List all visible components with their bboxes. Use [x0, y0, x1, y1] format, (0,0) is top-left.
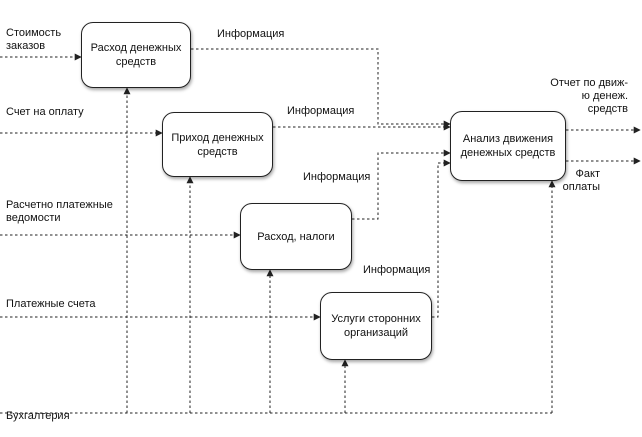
info-flow-services: [432, 159, 451, 318]
label-invoice: Счет на оплату: [6, 106, 84, 118]
label-info-2: Информация: [287, 105, 355, 117]
label-cashflow-report: Отчет по движ-ю денеж. средств: [550, 77, 628, 115]
box-cash-income: Приход денежных средств: [162, 112, 273, 177]
box-taxes: Расход, налоги: [240, 203, 352, 270]
label-info-1: Информация: [217, 28, 285, 40]
label-accounting: Бухгалтерия: [6, 410, 70, 422]
label-payment-bills: Платежные счета: [6, 298, 96, 310]
box-third-party-services: Услуги сторонних организаций: [320, 292, 432, 360]
label-payment-fact: Факт оплаты: [562, 168, 600, 193]
label-payroll: Расчетно платежные ведомости: [6, 199, 113, 224]
box-cashflow-analysis: Анализ движения денежных средств: [450, 111, 566, 181]
info-flow-taxes: [352, 149, 451, 220]
label-order-cost: Стоимость заказов: [6, 27, 62, 52]
label-info-3: Информация: [303, 171, 371, 183]
label-info-4: Информация: [363, 264, 431, 276]
box-cash-expense: Расход денежных средств: [81, 22, 191, 88]
